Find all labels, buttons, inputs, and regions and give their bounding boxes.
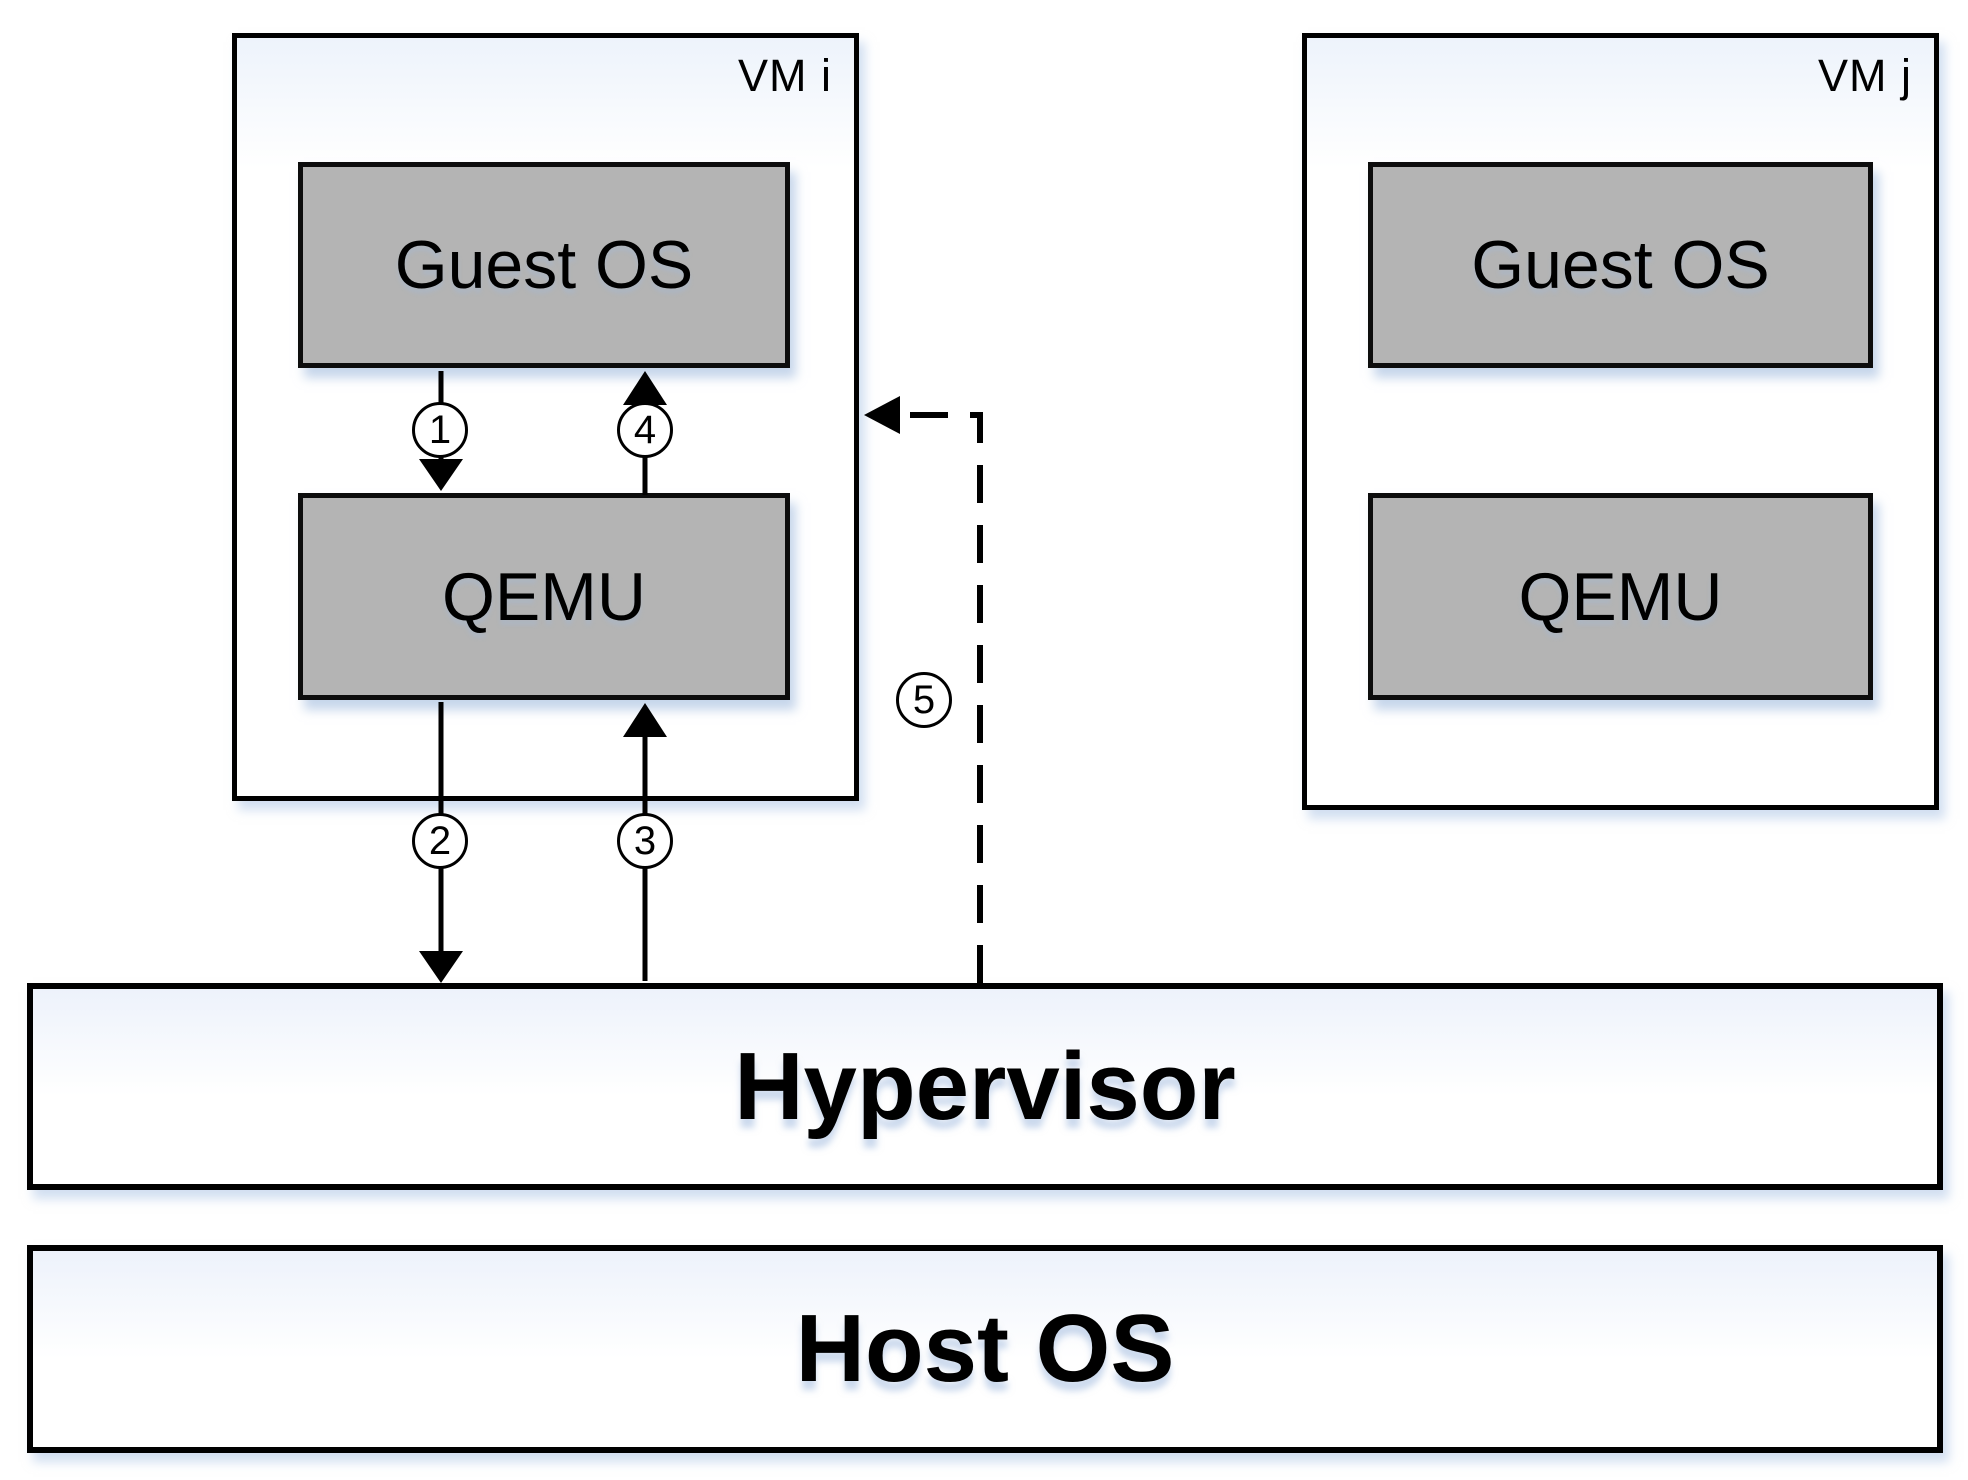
vm-i-qemu-label: QEMU: [442, 558, 646, 635]
vm-i-qemu-node: QEMU: [298, 493, 790, 700]
step-badge-5: 5: [896, 672, 952, 728]
vm-j-guest-os-node: Guest OS: [1368, 162, 1873, 368]
step-3-number: 3: [633, 819, 657, 863]
vm-j-title: VM j: [1818, 50, 1912, 101]
host-os-label: Host OS: [795, 1295, 1175, 1402]
step-1-number: 1: [428, 408, 452, 452]
hypervisor-label: Hypervisor: [734, 1032, 1236, 1140]
host-os-layer: Host OS: [27, 1245, 1943, 1453]
step-badge-4: 4: [617, 402, 673, 458]
hypervisor-layer: Hypervisor: [27, 983, 1943, 1190]
step-2-number: 2: [428, 819, 452, 863]
step-badge-1: 1: [412, 402, 468, 458]
vm-i-title: VM i: [738, 50, 832, 101]
vm-i-guest-os-label: Guest OS: [394, 227, 694, 303]
vm-i-guest-os-node: Guest OS: [298, 162, 790, 368]
step-badge-3: 3: [617, 813, 673, 869]
vm-j-guest-os-label: Guest OS: [1471, 227, 1770, 303]
step-badge-2: 2: [412, 813, 468, 869]
step-4-number: 4: [633, 408, 657, 452]
vm-j-qemu-label: QEMU: [1518, 558, 1723, 635]
step-5-number: 5: [912, 678, 936, 722]
vm-j-qemu-node: QEMU: [1368, 493, 1873, 700]
